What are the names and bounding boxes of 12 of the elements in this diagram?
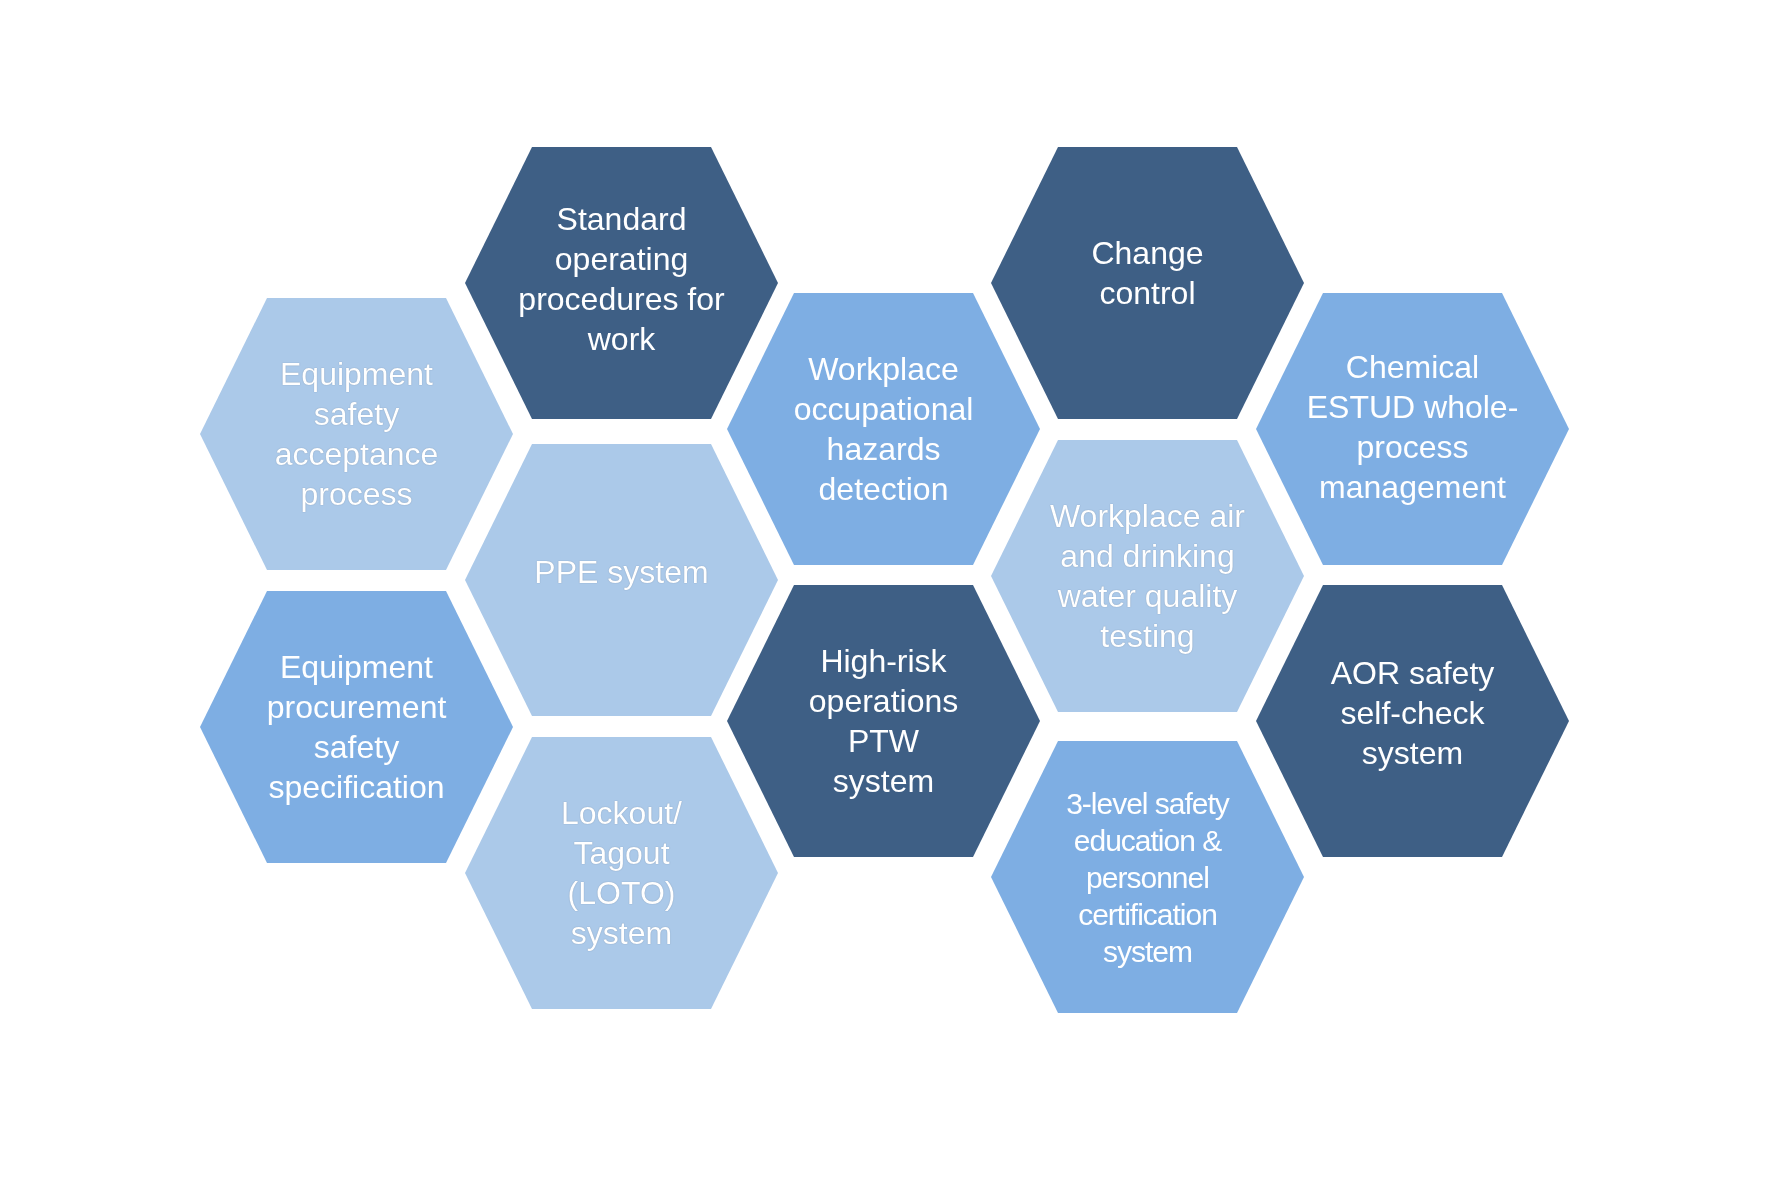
hexagon-label: AOR safety self-check system: [1329, 654, 1496, 773]
hexagon-label: Equipment safety acceptance process: [273, 355, 440, 514]
hexagon-label: Workplace air and drinking water quality testing: [1049, 497, 1246, 656]
hexagon-label: High-risk operations PTW system: [807, 642, 960, 801]
hexagon-label: Change control: [1090, 234, 1205, 313]
hexagon-label: Chemical ESTUD whole-process management: [1305, 348, 1520, 507]
hexagon-label: PPE system: [533, 553, 710, 592]
hexagon-label: Workplace occupational hazards detection: [792, 350, 975, 509]
hexagon-label: Lockout/ Tagout (LOTO) system: [560, 794, 683, 953]
hexagon-label: 3-level safety education & personnel certification system: [1065, 785, 1231, 970]
hexagon-label: Equipment procurement safety specification: [265, 648, 448, 807]
hexagon-label: Standard operating procedures for work: [517, 200, 726, 359]
